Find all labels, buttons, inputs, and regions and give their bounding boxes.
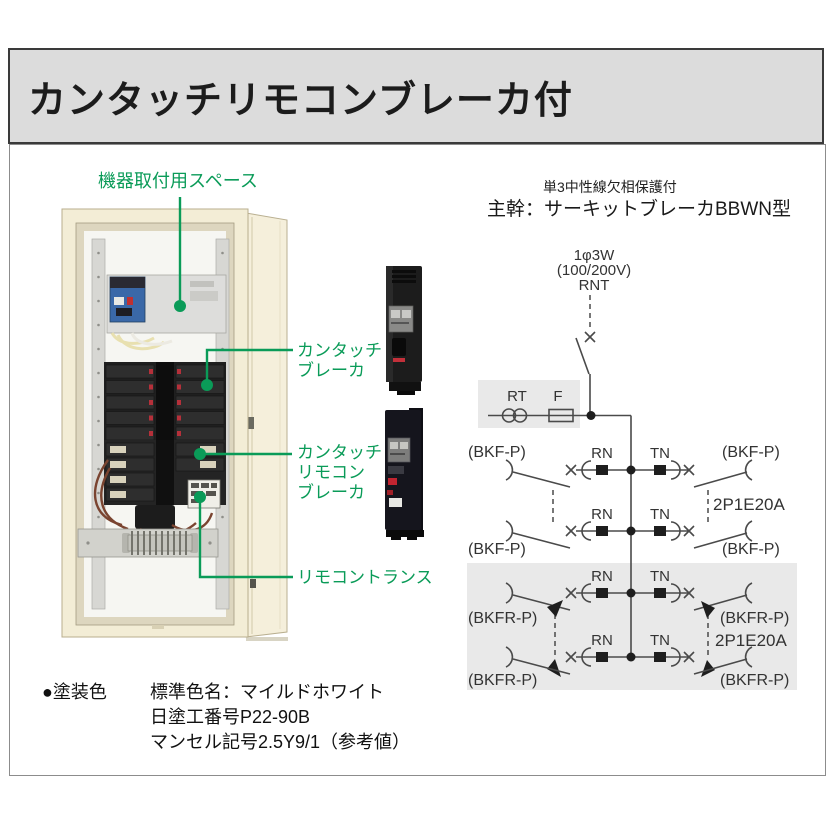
transformer-symbol	[501, 408, 517, 423]
rn-connector	[596, 465, 608, 475]
callout-label-line: カンタッチ	[297, 341, 382, 360]
row2-left-label: (BKF-P)	[468, 541, 526, 558]
breaker-bank-lower	[104, 440, 226, 505]
rn-connector	[596, 652, 608, 662]
row4-left-label: (BKFR-P)	[468, 672, 537, 689]
breaker-bank-upper	[104, 362, 226, 443]
callout-label-line: カンタッチ	[297, 443, 382, 462]
product-photo-remocon-breaker	[385, 408, 424, 540]
breaker-blade	[693, 658, 748, 675]
breaker-blade	[512, 532, 571, 549]
callout-label-line: ブレーカ	[297, 361, 365, 380]
source-line-1: 1φ3W	[574, 247, 615, 264]
diagram-main-title: 主幹：サーキットブレーカBBWN型	[487, 199, 792, 220]
title-banner: カンタッチリモコンブレーカ付	[8, 48, 824, 144]
panel-wires-top	[110, 332, 173, 351]
callout-label-kantouch-breaker: カンタッチ ブレーカ	[297, 341, 382, 381]
terminal-x-mark	[584, 331, 596, 343]
main-breaker-blue	[109, 276, 146, 323]
callout-label-line: リモコン	[297, 463, 365, 482]
paint-color-line: 日塗工番号P22-90B	[150, 707, 311, 727]
row4-amp-label: 2P1E20A	[715, 631, 787, 650]
terminal-block	[77, 528, 219, 558]
callout-label-mounting-space: 機器取付用スペース	[98, 171, 258, 191]
rt-label: RT	[507, 388, 527, 405]
row4-rn-label: RN	[591, 632, 613, 649]
paint-color-line: 標準色名：マイルドホワイト	[150, 682, 384, 702]
row1-left-label: (BKF-P)	[468, 444, 526, 461]
arrow-up-icon	[547, 600, 563, 617]
row2-tn-label: TN	[650, 506, 670, 523]
panel-cabinet-photo	[61, 208, 288, 641]
branch-row-3: RN TN (BKFR-P) (BKFR-P)	[468, 568, 789, 627]
fuse-symbol	[548, 408, 574, 423]
main-switch-blade	[575, 337, 590, 375]
bus-dot	[626, 526, 636, 536]
row4-right-label: (BKFR-P)	[720, 672, 789, 689]
remocon-transformer-unit	[187, 479, 221, 509]
row1-tn-label: TN	[650, 445, 670, 462]
remote-red-button	[388, 478, 397, 485]
callout-label-line: ブレーカ	[297, 483, 365, 502]
row3-left-label: (BKFR-P)	[468, 610, 537, 627]
door-latch	[247, 417, 254, 429]
rt-fuse-branch: RT F	[488, 388, 631, 423]
bus-dot	[626, 588, 636, 598]
transformer-symbol	[512, 408, 528, 423]
branch-row-2: RN TN 2P1E20A (BKF-P) (BKF-P)	[468, 495, 785, 558]
bkfr-section-shade	[467, 563, 797, 690]
diagram-protection-note: 単3中性線欠相保護付	[543, 179, 677, 195]
bus-dot	[626, 652, 636, 662]
row2-amp-label: 2P1E20A	[713, 495, 785, 514]
breaker-blade	[693, 471, 748, 488]
breaker-label-window	[388, 305, 414, 333]
breaker-blade	[512, 594, 571, 611]
rn-connector	[596, 588, 608, 598]
source-line-2: (100/200V)	[557, 262, 631, 279]
rn-connector	[596, 526, 608, 536]
arrow-down-icon	[547, 659, 561, 677]
fuse-label: F	[553, 388, 562, 405]
breaker-blade	[512, 658, 571, 675]
paint-color-heading: ●塗装色	[42, 682, 107, 702]
breaker-blade	[693, 532, 748, 549]
breaker-blade	[512, 471, 571, 488]
page-title: カンタッチリモコンブレーカ付	[28, 79, 573, 122]
breaker-toggle	[392, 338, 406, 356]
row2-rn-label: RN	[591, 506, 613, 523]
breaker-blade	[693, 594, 748, 611]
paint-color-line: マンセル記号2.5Y9/1（参考値）	[150, 732, 411, 752]
remote-actuation-arrows	[547, 600, 715, 677]
callout-label-kantouch-remocon-breaker: カンタッチ リモコン ブレーカ	[297, 443, 382, 503]
wiring-diagram: 1φ3W (100/200V) RNT RT F (BKF-P) (BKF-P)…	[467, 247, 797, 690]
cabinet-door	[245, 212, 288, 641]
tn-connector	[654, 465, 666, 475]
branch-row-1: (BKF-P) (BKF-P) RN TN	[468, 444, 780, 488]
tn-connector	[654, 652, 666, 662]
product-photo-kantouch-breaker	[386, 266, 422, 395]
arrow-down-icon	[701, 660, 715, 677]
callout-label-remocon-transformer: リモコントランス	[297, 568, 433, 587]
row1-right-label: (BKF-P)	[722, 444, 780, 461]
bus-dot	[626, 465, 636, 475]
tn-connector	[654, 526, 666, 536]
door-handle	[250, 579, 256, 588]
row3-tn-label: TN	[650, 568, 670, 585]
branch-row-4: RN TN 2P1E20A (BKFR-P) (BKFR-P)	[468, 631, 789, 689]
cabinet-bottom-mark	[152, 625, 164, 629]
row3-rn-label: RN	[591, 568, 613, 585]
arrow-up-icon	[701, 601, 715, 618]
junction-dot	[586, 411, 596, 420]
source-line-3: RNT	[579, 277, 610, 294]
row2-right-label: (BKF-P)	[722, 541, 780, 558]
row3-right-label: (BKFR-P)	[720, 610, 789, 627]
row1-rn-label: RN	[591, 445, 613, 462]
row4-tn-label: TN	[650, 632, 670, 649]
rt-fuse-shade	[478, 380, 580, 428]
tn-connector	[654, 588, 666, 598]
diagram-source: 1φ3W (100/200V) RNT	[557, 247, 631, 416]
breaker-label-window	[387, 437, 411, 463]
